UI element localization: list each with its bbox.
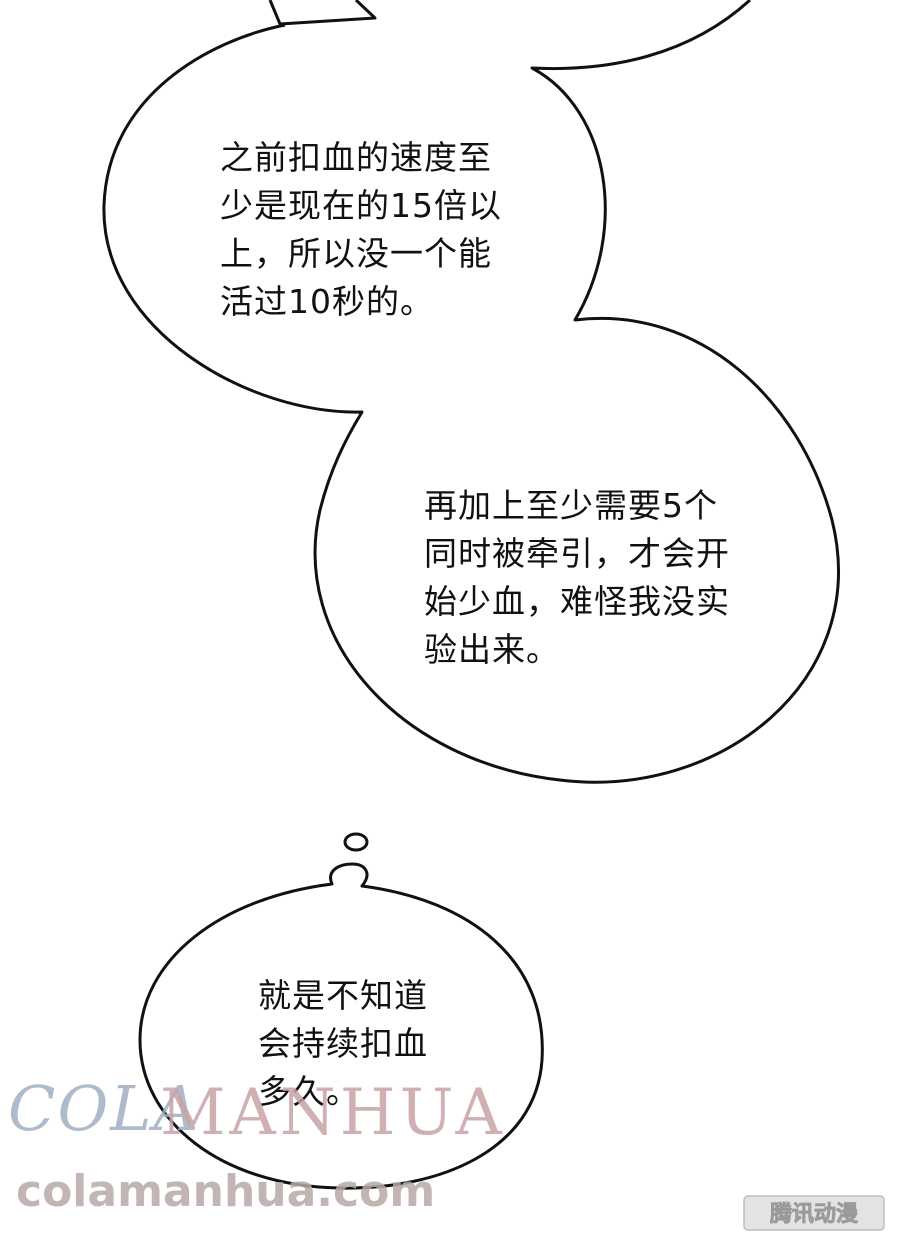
bubble-line: 验出来。 [424,630,560,669]
bubble-text-1: 之前扣血的速度至 少是现在的15倍以 上，所以没一个能 活过10秒的。 [220,134,502,326]
bubble-line: 会持续扣血 [258,1024,428,1063]
corner-logo-text: 腾讯动漫 [770,1202,858,1227]
thought-bubble-dot [343,832,369,852]
watermark-brand-cola: COLA [8,1072,201,1145]
bubble-line: 再加上至少需要5个 [424,486,718,525]
thought-bubble-bottom [138,862,544,1190]
bubble-line: 活过10秒的。 [220,282,434,321]
watermark-url: colamanhua.com [16,1166,436,1217]
bubble-line: 同时被牵引，才会开 [424,534,730,573]
bubble-line: 多久。 [258,1072,360,1111]
bubble-line: 少是现在的15倍以 [220,186,502,225]
tencent-comic-logo: 腾讯动漫 [743,1195,885,1231]
bubble-line: 始少血，难怪我没实 [424,582,730,621]
bubble-line: 之前扣血的速度至 [220,138,492,177]
bubble-line: 就是不知道 [258,976,428,1015]
bubble-line: 上，所以没一个能 [220,234,492,273]
watermark-brand-manhua: MANHUA [160,1076,506,1150]
speech-bubble-top [102,0,840,784]
bubble-text-3: 就是不知道 会持续扣血 多久。 [258,972,428,1116]
bubble-text-2: 再加上至少需要5个 同时被牵引，才会开 始少血，难怪我没实 验出来。 [424,482,730,674]
